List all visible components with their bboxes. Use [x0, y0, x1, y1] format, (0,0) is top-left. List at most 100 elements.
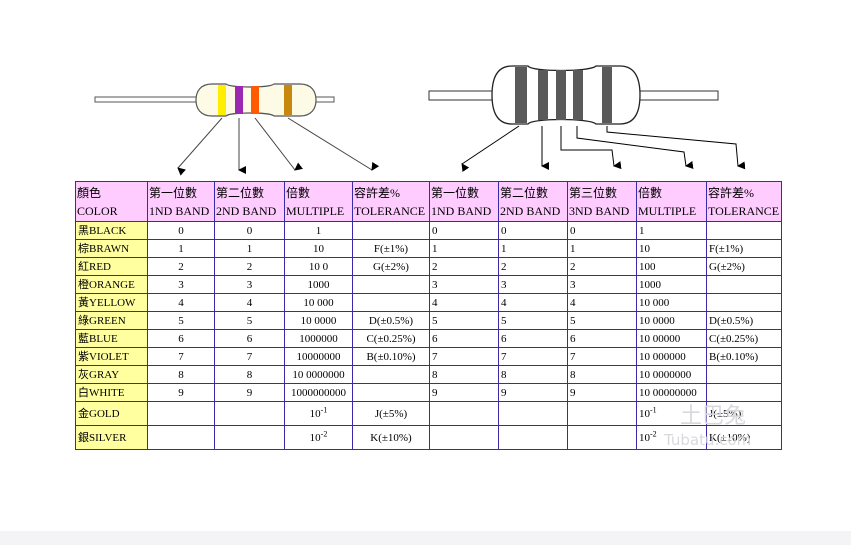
color-name-cell: 紫VIOLET — [75, 347, 148, 366]
multiplier-cell: 10 000000 — [636, 347, 707, 366]
digit-cell: 5 — [429, 311, 499, 330]
color-en: WHITE — [89, 386, 125, 399]
digit-cell: 9 — [498, 383, 568, 402]
color-name-cell: 灰GRAY — [75, 365, 148, 384]
digit-cell: 3 — [567, 275, 637, 294]
digit-cell: 4 — [567, 293, 637, 312]
band-orange — [251, 86, 259, 114]
multiplier-cell: 10-1 — [636, 401, 707, 426]
band-gold — [284, 85, 292, 115]
tolerance-cell: K(±10%) — [352, 425, 430, 450]
digit-cell: 4 — [214, 293, 285, 312]
color-en: BRAWN — [89, 242, 130, 255]
multiplier-cell: 10-2 — [284, 425, 353, 450]
color-name-cell: 金GOLD — [75, 401, 148, 426]
tolerance-cell — [352, 275, 430, 294]
multiplier-exponent: -1 — [650, 404, 657, 414]
tolerance-cell — [706, 383, 782, 402]
digit-cell: 1 — [429, 239, 499, 258]
digit-cell — [214, 425, 285, 450]
digit-cell: 9 — [214, 383, 285, 402]
color-name-cell: 黑BLACK — [75, 221, 148, 240]
right-pointer-5 — [606, 126, 746, 170]
tolerance-cell — [352, 383, 430, 402]
digit-cell: 0 — [429, 221, 499, 240]
multiplier-exponent: -1 — [320, 404, 328, 414]
digit-cell — [567, 425, 637, 450]
color-zh: 藍 — [78, 332, 89, 345]
digit-cell: 8 — [214, 365, 285, 384]
digit-cell: 6 — [498, 329, 568, 348]
multiplier-cell: 10 000 — [636, 293, 707, 312]
digit-cell: 6 — [429, 329, 499, 348]
bottom-strip — [0, 531, 851, 545]
digit-cell: 8 — [498, 365, 568, 384]
header-zh: 第三位數 — [569, 185, 618, 200]
digit-cell: 1 — [498, 239, 568, 258]
color-en: GREEN — [89, 314, 126, 327]
digit-cell — [498, 425, 568, 450]
color-zh: 白 — [78, 386, 89, 399]
pointer-line-4 — [287, 117, 380, 171]
multiplier-cell: 10 0000 — [284, 311, 353, 330]
digit-cell: 8 — [567, 365, 637, 384]
multiplier-cell: 1000000 — [284, 329, 353, 348]
color-zh: 綠 — [78, 314, 89, 327]
color-en: BLUE — [89, 332, 118, 345]
tolerance-cell: G(±2%) — [352, 257, 430, 276]
digit-cell: 5 — [147, 311, 215, 330]
tolerance-cell: J(±5%) — [706, 401, 782, 426]
header-cell: 容許差%TOLERANCE — [706, 181, 782, 222]
right-pointer-4 — [576, 126, 694, 169]
right-band-3 — [556, 70, 566, 120]
pointer-line-1 — [177, 117, 223, 176]
multiplier-cell: 1 — [636, 221, 707, 240]
multiplier-cell: 10 0000000 — [284, 365, 353, 384]
header-zh: 第二位數 — [216, 185, 265, 200]
multiplier-base: 10 — [309, 431, 321, 444]
header-en: TOLERANCE — [354, 203, 426, 218]
band-yellow — [218, 85, 226, 115]
digit-cell: 2 — [147, 257, 215, 276]
color-name-cell: 綠GREEN — [75, 311, 148, 330]
multiplier-exponent: -2 — [320, 428, 328, 438]
color-zh: 棕 — [78, 242, 89, 255]
digit-cell: 2 — [498, 257, 568, 276]
header-en: MULTIPLE — [286, 203, 345, 218]
digit-cell: 7 — [429, 347, 499, 366]
tolerance-cell: D(±0.5%) — [352, 311, 430, 330]
tolerance-cell: C(±0.25%) — [352, 329, 430, 348]
tolerance-cell — [352, 293, 430, 312]
color-zh: 黃 — [78, 296, 89, 309]
tolerance-cell: G(±2%) — [706, 257, 782, 276]
color-zh: 銀 — [78, 431, 89, 444]
digit-cell: 7 — [567, 347, 637, 366]
right-pointer-3 — [560, 126, 622, 170]
multiplier-cell: 10 0 — [284, 257, 353, 276]
digit-cell: 0 — [498, 221, 568, 240]
multiplier-cell: 10-1 — [284, 401, 353, 426]
header-zh: 倍數 — [638, 185, 663, 200]
multiplier-cell: 1000 — [284, 275, 353, 294]
color-en: SILVER — [89, 431, 127, 444]
header-zh: 顏色 — [77, 185, 102, 200]
tolerance-cell — [706, 293, 782, 312]
tolerance-cell: J(±5%) — [352, 401, 430, 426]
color-en: GRAY — [89, 368, 120, 381]
color-name-cell: 白WHITE — [75, 383, 148, 402]
multiplier-cell: 100 — [636, 257, 707, 276]
four-band-resistor — [94, 83, 380, 176]
